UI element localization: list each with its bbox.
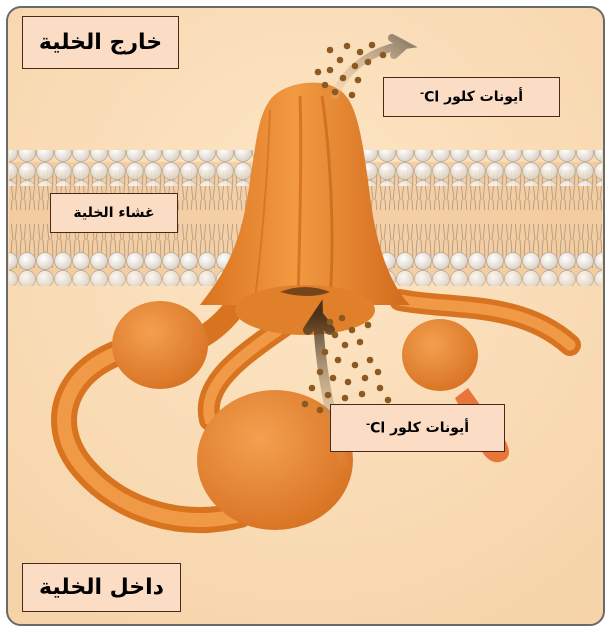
chloride-bottom-symbol: -Cl	[366, 419, 385, 437]
label-cell-membrane: غشاء الخلية	[50, 193, 178, 233]
chloride-bottom-text: أيونات كلور	[390, 420, 469, 436]
binding-domain-left	[112, 301, 208, 389]
chloride-top-symbol-text: Cl	[424, 90, 439, 106]
label-outside-cell-text: خارج الخلية	[39, 30, 162, 55]
label-cell-membrane-text: غشاء الخلية	[73, 205, 154, 221]
label-chloride-ions-bottom: أيونات كلور -Cl	[330, 404, 505, 452]
label-inside-cell-text: داخل الخلية	[39, 575, 164, 600]
chloride-top-text: أيونات كلور	[444, 89, 523, 105]
chloride-top-symbol: -Cl	[420, 88, 439, 106]
label-inside-cell: داخل الخلية	[22, 563, 181, 612]
label-chloride-ions-top: أيونات كلور -Cl	[383, 77, 560, 117]
label-outside-cell: خارج الخلية	[22, 16, 179, 69]
chloride-bottom-symbol-text: Cl	[370, 421, 385, 437]
binding-domain-right	[402, 319, 478, 391]
